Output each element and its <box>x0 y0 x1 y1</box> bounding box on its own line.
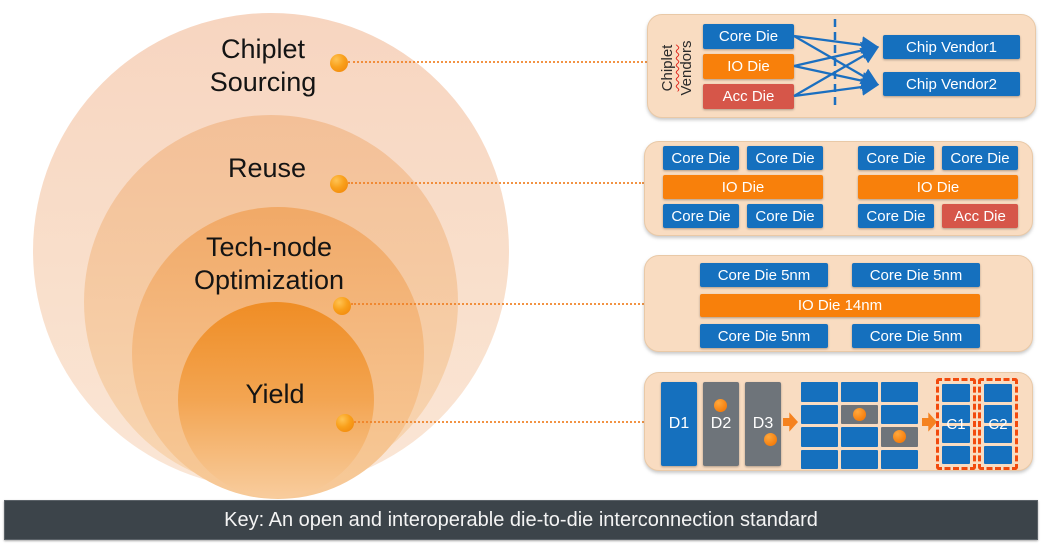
wafer-cell <box>801 427 838 447</box>
die-box-core: Core Die <box>747 146 823 170</box>
chip-label: C2 <box>988 415 1008 433</box>
wafer-cell <box>881 404 918 424</box>
ring-label-technode: Tech-node Optimization <box>138 231 400 297</box>
dotted-leader-line <box>348 182 644 184</box>
ring-label-chiplet-sourcing: Chiplet Sourcing <box>143 33 383 99</box>
die-box-core: Core Die <box>663 146 739 170</box>
die-box-core: Core Die <box>942 146 1018 170</box>
connector-dot-icon <box>336 414 354 432</box>
connector-dot-icon <box>333 297 351 315</box>
chip-vendor2-box: Chip Vendor2 <box>883 72 1020 96</box>
chip-outline-c1: C1 <box>936 378 976 470</box>
die-box-acc: Acc Die <box>942 204 1018 228</box>
key-banner-text: Key: An open and interoperable die-to-di… <box>224 508 818 531</box>
die-box-core-5nm: Core Die 5nm <box>700 324 828 348</box>
chip-outline-c2: C2 <box>978 378 1018 470</box>
ring-label-line: Yield <box>245 379 305 409</box>
arrow-right-icon <box>922 412 937 432</box>
mapping-arrows-graphic <box>793 19 880 108</box>
die-box-io: IO Die <box>703 54 794 79</box>
panel-reuse: Core Die Core Die IO Die Core Die Core D… <box>644 141 1033 236</box>
die-box-core-5nm: Core Die 5nm <box>852 263 980 287</box>
arrow-right-icon <box>783 412 798 432</box>
connector-dot-icon <box>330 175 348 193</box>
wafer-grid <box>801 382 918 469</box>
wafer-cell <box>841 382 878 402</box>
wafer-die-d3: D3 <box>745 382 781 466</box>
wafer-cell <box>984 425 1012 444</box>
connector-dot-icon <box>330 54 348 72</box>
defect-dot-icon <box>853 408 866 421</box>
panel-technode-optimization: Core Die 5nm Core Die 5nm IO Die 14nm Co… <box>644 255 1033 352</box>
defect-dot-icon <box>893 430 906 443</box>
chip-label: C1 <box>946 415 966 433</box>
wafer-cell <box>801 382 838 402</box>
die-box-acc: Acc Die <box>703 84 794 109</box>
wafer-cell <box>801 449 838 469</box>
die-box-io-14nm: IO Die 14nm <box>700 294 980 317</box>
ring-label-line: Sourcing <box>209 67 317 97</box>
wafer-cell <box>984 446 1012 464</box>
ring-label-line: Optimization <box>193 265 345 295</box>
wafer-cell <box>841 427 878 447</box>
ring-label-line: Chiplet <box>220 34 306 64</box>
wafer-cell <box>984 404 1012 423</box>
wafer-cell <box>801 404 838 424</box>
die-box-core: Core Die <box>747 204 823 228</box>
dotted-leader-line <box>348 61 647 63</box>
die-box-core: Core Die <box>663 204 739 228</box>
wafer-cell <box>942 404 970 423</box>
panel-yield: D1 D2 D3 C1 <box>644 372 1033 471</box>
wafer-cell <box>984 384 1012 402</box>
wafer-die-d2: D2 <box>703 382 739 466</box>
wafer-cell <box>841 449 878 469</box>
ring-label-yield: Yield <box>155 378 395 411</box>
wafer-cell <box>942 384 970 402</box>
wafer-cell <box>942 446 970 464</box>
panel-chiplet-sourcing: Chiplet Vendors Core Die IO Die Acc Die … <box>647 14 1036 118</box>
defect-dot-icon <box>764 433 777 446</box>
ring-label-line: Reuse <box>227 153 307 183</box>
die-box-io: IO Die <box>663 175 823 199</box>
wafer-cell <box>881 382 918 402</box>
dotted-leader-line <box>351 303 644 305</box>
key-banner: Key: An open and interoperable die-to-di… <box>4 500 1038 540</box>
die-box-core-5nm: Core Die 5nm <box>852 324 980 348</box>
ring-yield <box>178 302 374 498</box>
defect-dot-icon <box>714 399 727 412</box>
wafer-die-d1: D1 <box>661 382 697 466</box>
die-box-core-5nm: Core Die 5nm <box>700 263 828 287</box>
die-box-io: IO Die <box>858 175 1018 199</box>
dotted-leader-line <box>354 421 644 423</box>
ring-label-line: Tech-node <box>205 232 333 262</box>
wafer-cell <box>881 449 918 469</box>
die-box-core: Core Die <box>703 24 794 49</box>
ring-label-reuse: Reuse <box>147 152 387 185</box>
wafer-cell <box>942 425 970 444</box>
chip-vendor1-box: Chip Vendor1 <box>883 35 1020 59</box>
die-box-core: Core Die <box>858 204 934 228</box>
die-box-core: Core Die <box>858 146 934 170</box>
